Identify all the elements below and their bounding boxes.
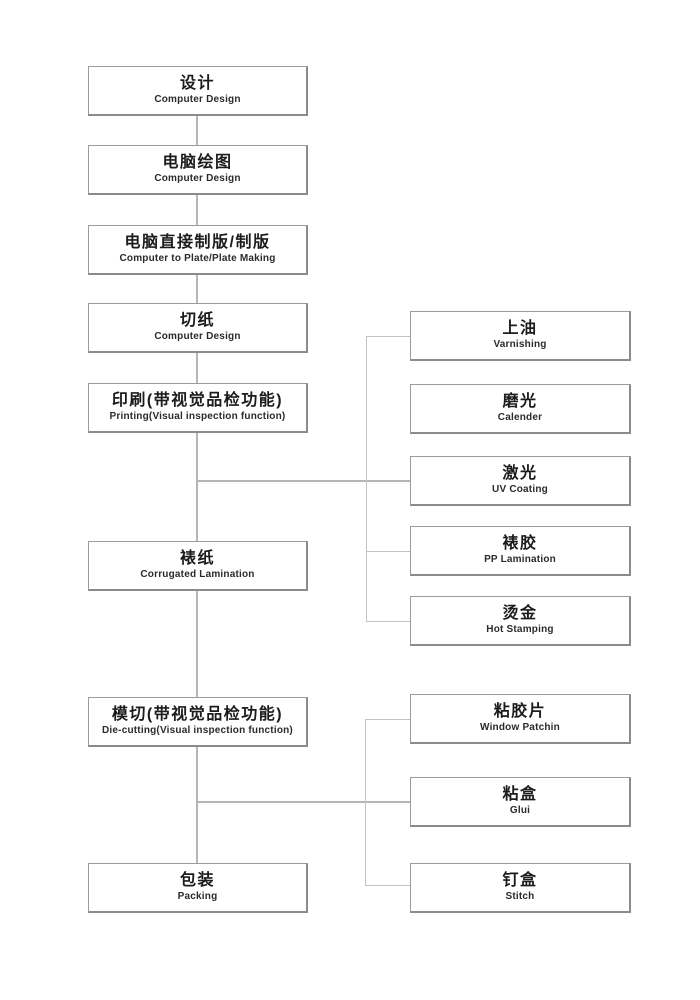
connector-drawing-to-plate	[196, 195, 198, 225]
flow-box-stitching-label-en: Stitch	[505, 891, 535, 903]
flow-box-varnishing: 上油 Varnishing	[410, 311, 631, 361]
flow-box-paper-cutting-label-en: Computer Design	[154, 331, 241, 343]
flow-box-printing: 印刷(带视觉品检功能) Printing(Visual inspection f…	[88, 383, 308, 433]
connector-branch-boxmaking-main	[196, 801, 410, 803]
flow-box-plate-making: 电脑直接制版/制版 Computer to Plate/Plate Making	[88, 225, 308, 275]
connector-design-to-drawing	[196, 116, 198, 145]
connector-boxmaking-rail	[365, 719, 366, 885]
flow-box-design: 设计 Computer Design	[88, 66, 308, 116]
connector-stub-window-patching	[365, 719, 410, 720]
flow-box-paper-cutting-label-zh: 切纸	[179, 311, 215, 329]
flow-box-packing: 包装 Packing	[88, 863, 308, 913]
flow-box-corrugated-lamination: 裱纸 Corrugated Lamination	[88, 541, 308, 591]
flow-box-hot-stamping-label-zh: 烫金	[502, 604, 538, 622]
flow-box-computer-drawing: 电脑绘图 Computer Design	[88, 145, 308, 195]
flow-box-printing-label-en: Printing(Visual inspection function)	[109, 411, 286, 423]
connector-diecutting-to-packing	[196, 747, 198, 863]
flow-box-computer-drawing-label-zh: 电脑绘图	[162, 153, 233, 171]
flow-box-uv-coating-label-en: UV Coating	[492, 484, 548, 496]
flow-box-varnishing-label-en: Varnishing	[493, 339, 547, 351]
flow-box-gluing-label-zh: 粘盒	[502, 785, 538, 803]
flow-box-window-patching-label-zh: 粘胶片	[493, 702, 547, 720]
flow-box-paper-cutting: 切纸 Computer Design	[88, 303, 308, 353]
connector-cutting-to-printing	[196, 353, 198, 383]
flow-box-design-label-zh: 设计	[179, 74, 215, 92]
flow-box-die-cutting-label-en: Die-cutting(Visual inspection function)	[102, 725, 293, 737]
flow-box-stitching: 钉盒 Stitch	[410, 863, 631, 913]
connector-stub-hot-stamping	[366, 621, 410, 622]
flow-box-die-cutting-label-zh: 模切(带视觉品检功能)	[111, 705, 284, 723]
connector-stub-stitching	[365, 885, 410, 886]
flow-box-die-cutting: 模切(带视觉品检功能) Die-cutting(Visual inspectio…	[88, 697, 308, 747]
flow-box-corrugated-lamination-label-zh: 裱纸	[179, 549, 215, 567]
connector-stub-varnishing	[366, 336, 410, 337]
flow-box-hot-stamping-label-en: Hot Stamping	[486, 624, 554, 636]
flow-box-calender: 磨光 Calender	[410, 384, 631, 434]
flow-box-plate-making-label-en: Computer to Plate/Plate Making	[119, 253, 276, 265]
flow-box-printing-label-zh: 印刷(带视觉品检功能)	[111, 391, 284, 409]
flow-box-uv-coating: 激光 UV Coating	[410, 456, 631, 506]
flow-box-design-label-en: Computer Design	[154, 94, 241, 106]
flow-box-calender-label-en: Calender	[497, 412, 543, 424]
flow-box-hot-stamping: 烫金 Hot Stamping	[410, 596, 631, 646]
flow-box-corrugated-lamination-label-en: Corrugated Lamination	[140, 569, 255, 581]
flow-box-pp-lamination: 裱胶 PP Lamination	[410, 526, 631, 576]
flow-box-computer-drawing-label-en: Computer Design	[154, 173, 241, 185]
flow-box-window-patching-label-en: Window Patchin	[480, 722, 560, 734]
flow-box-varnishing-label-zh: 上油	[502, 319, 538, 337]
flow-box-window-patching: 粘胶片 Window Patchin	[410, 694, 631, 744]
flow-box-calender-label-zh: 磨光	[502, 392, 538, 410]
flow-box-uv-coating-label-zh: 激光	[502, 464, 538, 482]
flow-box-gluing-label-en: Glui	[509, 805, 531, 817]
flow-box-gluing: 粘盒 Glui	[410, 777, 631, 827]
connector-plate-to-cutting	[196, 275, 198, 303]
flow-box-pp-lamination-label-zh: 裱胶	[502, 534, 538, 552]
flow-box-plate-making-label-zh: 电脑直接制版/制版	[124, 233, 271, 251]
connector-branch-finishing-main	[196, 480, 410, 482]
flow-box-pp-lamination-label-en: PP Lamination	[484, 554, 556, 566]
connector-printing-to-lamination	[196, 433, 198, 541]
flow-box-stitching-label-zh: 钉盒	[502, 871, 538, 889]
flow-box-packing-label-zh: 包装	[179, 871, 215, 889]
connector-finishing-rail	[366, 336, 367, 621]
flow-box-packing-label-en: Packing	[177, 891, 218, 903]
connector-lamination-to-diecutting	[196, 591, 198, 697]
connector-stub-pp-lamination	[366, 551, 410, 552]
